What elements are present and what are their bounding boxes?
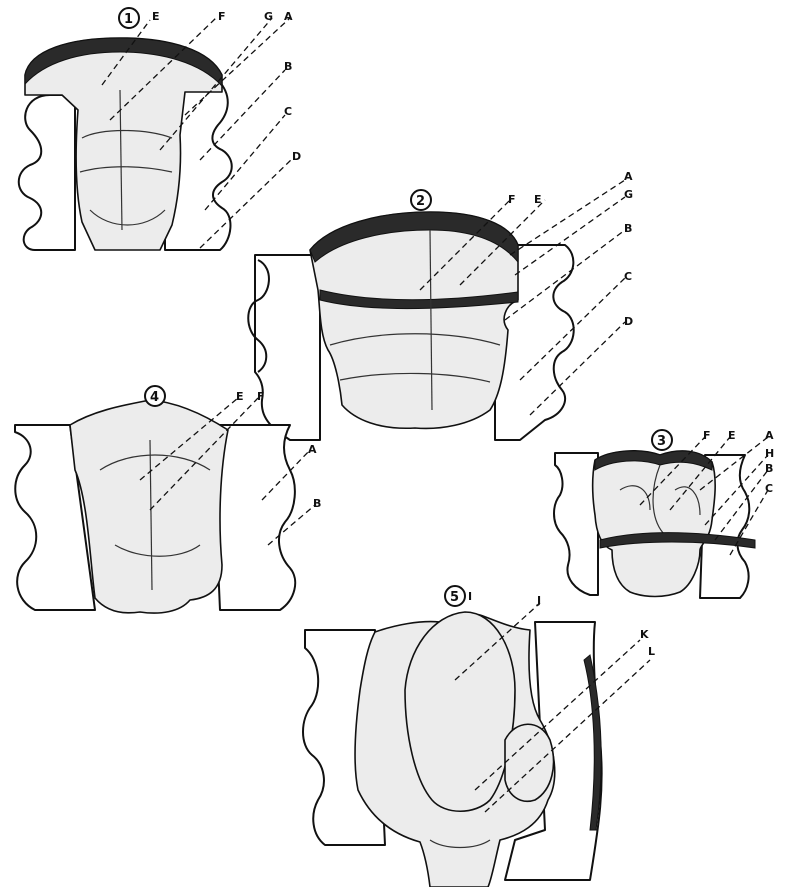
fig4-label-e: E <box>236 390 244 403</box>
fig1-label-a: A <box>284 10 293 23</box>
fig3-label-e: E <box>728 429 736 442</box>
fig2-number: 2 <box>416 194 425 209</box>
fig1-label-d: D <box>292 150 301 163</box>
fig1-label-e: E <box>152 10 160 23</box>
figure-3: 3 F E A H B C <box>554 429 774 598</box>
fig2-label-g: G <box>624 188 633 201</box>
fig3-central-tissue <box>593 451 715 597</box>
fig4-label-b: B <box>313 497 321 510</box>
fig5-label-j: J <box>536 594 541 607</box>
figure-1: 1 E F G A B C D <box>19 8 301 250</box>
fig3-label-c: C <box>765 482 773 495</box>
fig1-left-wavy-block <box>19 95 75 250</box>
fig4-label-a: A <box>308 443 317 456</box>
fig2-left-block <box>248 255 320 440</box>
fig1-label-f: F <box>218 10 226 23</box>
fig2-label-f: F <box>508 193 516 206</box>
fig2-label-b: B <box>624 222 632 235</box>
fig3-left-block <box>554 453 598 595</box>
fig3-label-h: H <box>765 447 774 460</box>
fig5-label-k: K <box>640 628 649 641</box>
fig5-number: 5 <box>450 590 459 605</box>
fig4-number: 4 <box>150 390 159 405</box>
fig1-number: 1 <box>124 12 133 27</box>
fig3-number: 3 <box>657 434 666 449</box>
fig1-label-g: G <box>264 10 273 23</box>
fig3-label-a: A <box>765 429 774 442</box>
fig1-label-c: C <box>284 105 292 118</box>
fig4-central-tissue <box>70 400 228 613</box>
fig5-small-lobe <box>505 724 554 801</box>
figure-2: 2 F E A G B C D <box>248 170 633 440</box>
fig5-label-l: L <box>648 645 655 658</box>
fig2-label-e: E <box>534 193 542 206</box>
fig4-label-f: F <box>257 390 265 403</box>
fig5-label-i: I <box>468 590 472 603</box>
figure-5: 5 I J K L <box>303 586 655 887</box>
fig3-label-f: F <box>703 429 711 442</box>
fig5-large-lobe <box>405 612 515 811</box>
fig2-label-d: D <box>624 315 633 328</box>
fig2-label-a: A <box>624 170 633 183</box>
fig1-label-b: B <box>284 60 292 73</box>
fig2-label-c: C <box>624 270 632 283</box>
fig3-label-b: B <box>765 462 773 475</box>
